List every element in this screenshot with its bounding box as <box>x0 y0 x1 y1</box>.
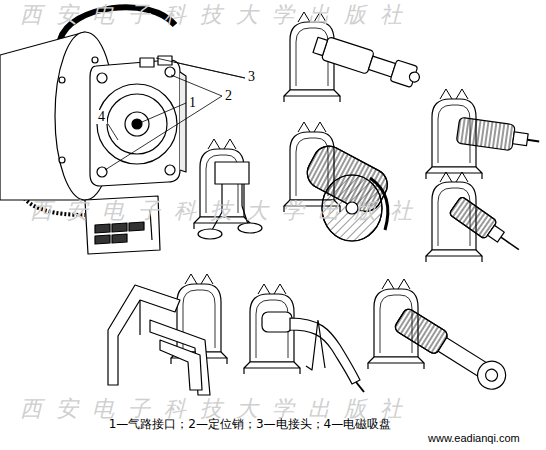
callout-number: 4 <box>96 110 107 124</box>
figure-caption: 1—气路接口；2—定位销；3—电接头；4—电磁吸盘 <box>109 416 392 433</box>
callout-number: 3 <box>246 70 257 84</box>
callout-number: 2 <box>223 89 234 103</box>
callout-number: 1 <box>187 96 198 110</box>
watermark: 西安电子科技大学出版社 <box>20 398 416 420</box>
website-url: www.eadianqi.com <box>428 433 520 444</box>
watermark: 西安电子科技大学出版社 <box>30 200 426 222</box>
watermark: 西安电子科技大学出版社 <box>20 4 416 26</box>
